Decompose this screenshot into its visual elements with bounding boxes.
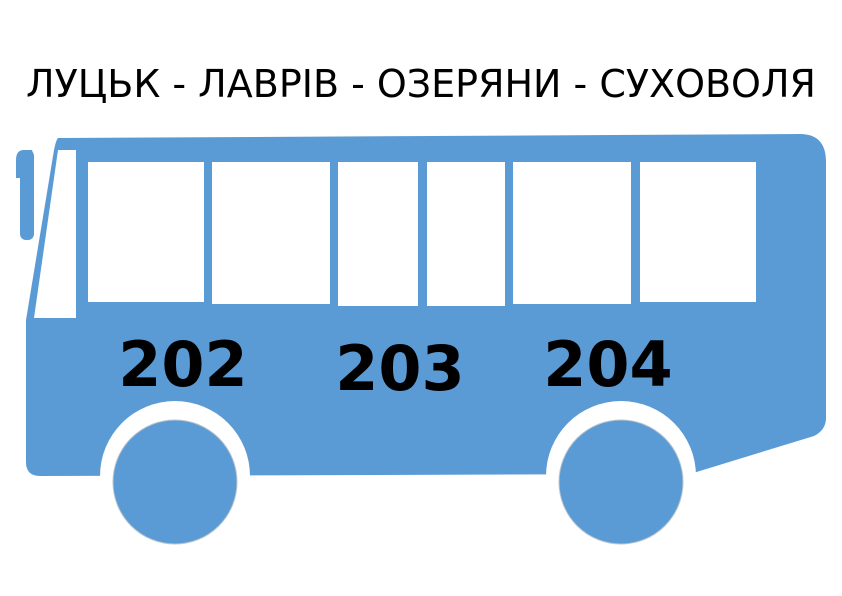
wheel-icon	[558, 419, 684, 545]
bus-mirror-arm	[20, 150, 34, 240]
bus-window	[513, 162, 631, 304]
route-number-1: 202	[118, 328, 248, 401]
route-number-2: 203	[335, 332, 465, 405]
bus-window	[427, 162, 505, 306]
wheel-icon	[112, 419, 238, 545]
bus-window	[338, 162, 418, 306]
bus-window	[212, 162, 330, 304]
bus-windshield	[34, 150, 76, 318]
route-title: ЛУЦЬК - ЛАВРІВ - ОЗЕРЯНИ - СУХОВОЛЯ	[26, 62, 816, 106]
bus-window	[640, 162, 756, 302]
route-number-3: 204	[543, 328, 673, 401]
bus-window	[88, 162, 204, 302]
